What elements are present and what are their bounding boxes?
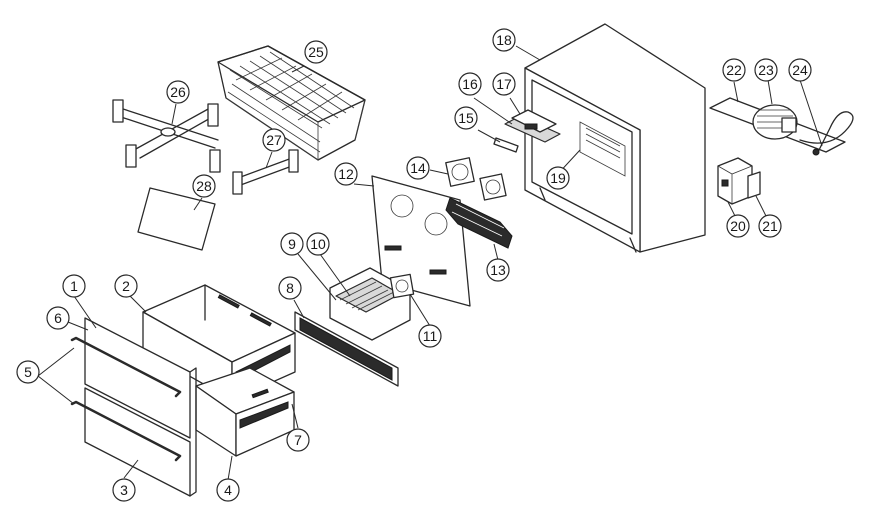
callout-11: 11 (418, 324, 442, 348)
svg-text:28: 28 (196, 178, 212, 194)
svg-text:23: 23 (758, 62, 774, 78)
callout-17: 17 (492, 72, 516, 96)
svg-text:14: 14 (410, 160, 426, 176)
evaporator-part (445, 197, 513, 249)
callout-15: 15 (454, 106, 478, 130)
svg-text:18: 18 (496, 32, 512, 48)
divider-bar-part (232, 149, 299, 195)
svg-text:8: 8 (286, 280, 294, 296)
control-box-part (717, 157, 761, 205)
svg-text:15: 15 (458, 110, 474, 126)
callout-13: 13 (486, 258, 510, 282)
callout-2: 2 (114, 274, 138, 298)
svg-text:3: 3 (120, 482, 128, 498)
callout-4: 4 (216, 478, 240, 502)
svg-text:10: 10 (310, 236, 326, 252)
callout-6: 6 (46, 306, 70, 330)
label-card-part (137, 187, 216, 251)
drawer-handles-part (70, 336, 182, 462)
callout-27: 27 (262, 128, 286, 152)
svg-text:16: 16 (462, 76, 478, 92)
callout-24: 24 (788, 58, 812, 82)
callout-5: 5 (16, 360, 40, 384)
callout-14: 14 (406, 156, 430, 180)
lower-drawer-bin-part (195, 367, 295, 457)
callout-10: 10 (306, 232, 330, 256)
cabinet-part (524, 23, 706, 253)
svg-text:11: 11 (423, 328, 438, 344)
kick-grille-part (294, 311, 399, 387)
svg-text:7: 7 (294, 432, 302, 448)
svg-text:1: 1 (70, 278, 78, 294)
svg-text:26: 26 (170, 84, 186, 100)
svg-text:24: 24 (792, 62, 808, 78)
svg-text:6: 6 (54, 310, 62, 326)
callout-1: 1 (62, 274, 86, 298)
callout-28: 28 (192, 174, 216, 198)
svg-text:2: 2 (122, 278, 130, 294)
callout-23: 23 (754, 58, 778, 82)
svg-text:20: 20 (730, 218, 746, 234)
callout-3: 3 (112, 478, 136, 502)
condenser-part (329, 267, 415, 341)
svg-text:9: 9 (288, 236, 296, 252)
callout-26: 26 (166, 80, 190, 104)
svg-text:19: 19 (550, 170, 566, 186)
leader-lines (37, 45, 823, 481)
cross-divider-part (112, 99, 221, 173)
callout-12: 12 (334, 162, 358, 186)
callout-25: 25 (304, 40, 328, 64)
svg-text:12: 12 (338, 166, 354, 182)
back-panel-part (371, 175, 471, 307)
compressor-part (709, 97, 854, 156)
svg-text:13: 13 (490, 262, 506, 278)
svg-text:25: 25 (308, 44, 324, 60)
light-assembly-part (493, 109, 561, 153)
callout-21: 21 (758, 214, 782, 238)
svg-text:5: 5 (24, 364, 32, 380)
drawer-fronts-part (84, 317, 197, 497)
callout-19: 19 (546, 166, 570, 190)
wire-basket-part (217, 45, 366, 161)
callout-22: 22 (722, 58, 746, 82)
callout-16: 16 (458, 72, 482, 96)
svg-text:22: 22 (726, 62, 742, 78)
callout-8: 8 (278, 276, 302, 300)
callout-20: 20 (726, 214, 750, 238)
svg-text:4: 4 (224, 482, 232, 498)
fan-part (445, 157, 507, 201)
svg-text:21: 21 (762, 218, 778, 234)
callout-7: 7 (286, 428, 310, 452)
svg-text:27: 27 (266, 132, 282, 148)
callout-18: 18 (492, 28, 516, 52)
callout-9: 9 (280, 232, 304, 256)
svg-text:17: 17 (496, 76, 512, 92)
